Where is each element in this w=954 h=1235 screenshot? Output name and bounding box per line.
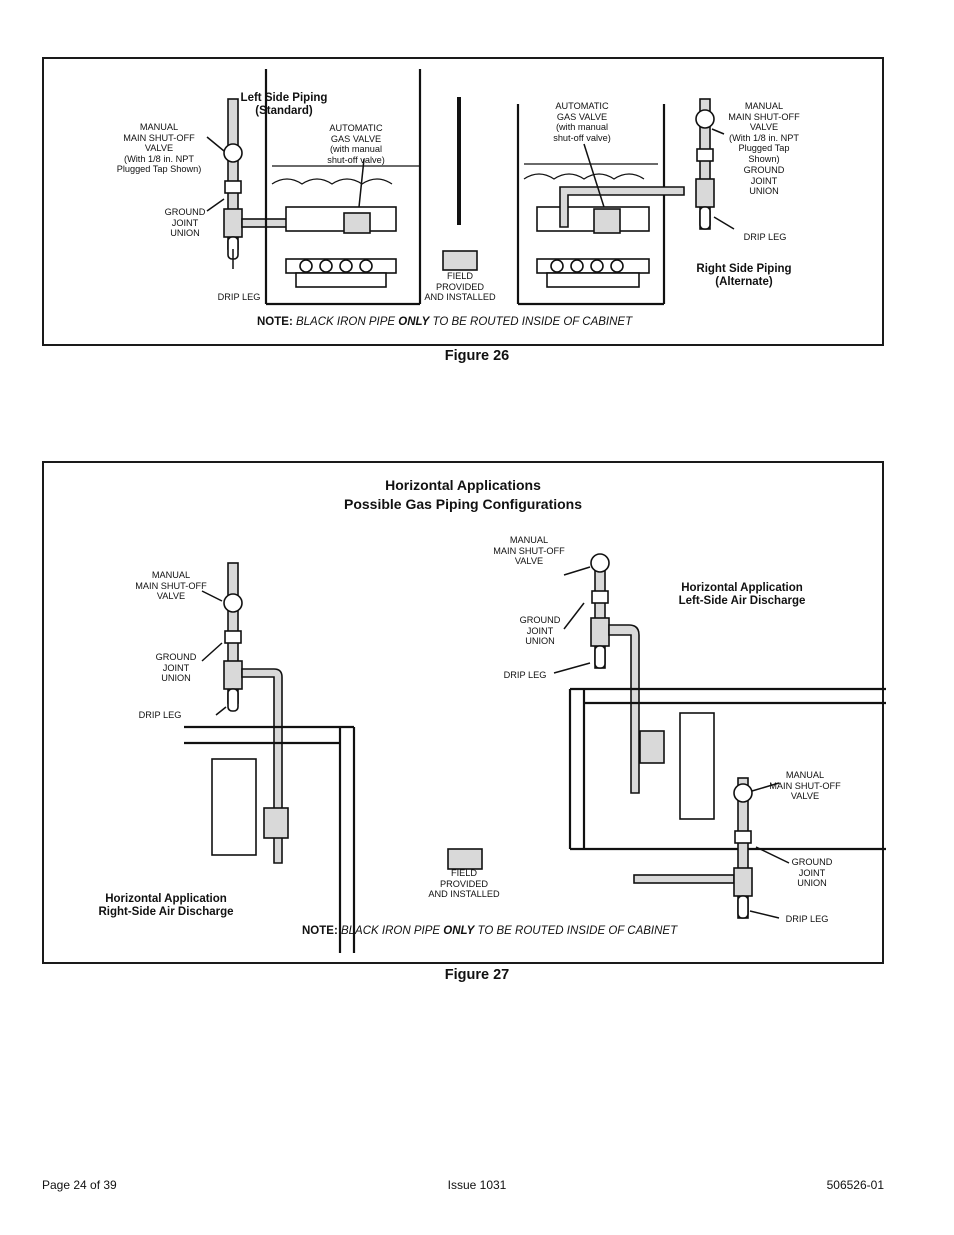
drip-leg-label-right: DRIP LEG — [743, 232, 787, 242]
manual-valve-label-left: MANUAL MAIN SHUT-OFF VALVE (With 1/8 in.… — [116, 122, 202, 174]
manual-valve-label-right: MANUAL MAIN SHUT-OFF VALVE (With 1/8 in.… — [728, 101, 800, 164]
drip-leg-left — [227, 688, 239, 712]
automatic-gas-valve-left — [343, 212, 371, 234]
cabinet-note-fig26: NOTE: BLACK IRON PIPE ONLY TO BE ROUTED … — [257, 316, 632, 328]
field-provided-key-swatch — [442, 250, 478, 271]
burner-row-left — [299, 259, 373, 273]
note-text-a: BLACK IRON PIPE — [340, 925, 444, 937]
document-number: 506526-01 — [826, 1178, 884, 1192]
ground-joint-union-left — [224, 180, 242, 194]
ground-union-label-right: GROUND JOINT UNION — [743, 165, 785, 196]
tee-fitting-right — [695, 178, 715, 208]
drip-leg-label-left: DRIP LEG — [217, 292, 261, 302]
note-text-b: TO BE ROUTED INSIDE OF CABINET — [474, 925, 678, 937]
heat-exchanger-right — [679, 712, 715, 820]
manual-shutoff-valve-right — [733, 783, 753, 803]
drip-leg-right — [699, 206, 711, 230]
left-side-discharge-title: Horizontal Application Left-Side Air Dis… — [678, 582, 806, 607]
burner-base-right — [546, 272, 640, 288]
burner-box-right — [536, 206, 650, 232]
ground-union-label-right: GROUND JOINT UNION — [791, 857, 833, 888]
field-provided-key-swatch — [447, 848, 483, 870]
flame-edge-left — [271, 178, 393, 185]
ground-joint-union-left — [224, 630, 242, 644]
elbow-pipe-top — [608, 624, 640, 794]
leader-arrows-fig26 — [206, 128, 735, 269]
divider-bar — [457, 97, 461, 225]
ground-union-label-top: GROUND JOINT UNION — [519, 615, 561, 646]
figure-27-drawing — [184, 553, 886, 953]
note-emphasis: ONLY — [443, 925, 475, 937]
right-side-discharge-title: Horizontal Application Right-Side Air Di… — [98, 893, 234, 918]
tee-fitting-left — [223, 660, 243, 690]
auto-valve-label-right: AUTOMATIC GAS VALVE (with manual shut-of… — [553, 101, 611, 143]
manual-valve-label-right: MANUAL MAIN SHUT-OFF VALVE — [769, 770, 841, 801]
page-number: Page 24 of 39 — [42, 1178, 117, 1192]
field-provided-label: FIELD PROVIDED AND INSTALLED — [428, 868, 500, 899]
figure-27-panel: Horizontal Applications Possible Gas Pip… — [42, 461, 886, 964]
drip-leg-label-left: DRIP LEG — [138, 710, 182, 720]
manual-valve-label-left: MANUAL MAIN SHUT-OFF VALVE — [135, 570, 207, 601]
ground-union-label-left: GROUND JOINT UNION — [155, 652, 197, 683]
note-text-b: TO BE ROUTED INSIDE OF CABINET — [429, 316, 633, 328]
drip-leg-label-right: DRIP LEG — [785, 914, 829, 924]
pipe-into-cabinet-right — [559, 186, 685, 228]
figure-27-subtitle: Possible Gas Piping Configurations — [343, 496, 583, 512]
ground-joint-union-top — [591, 590, 609, 604]
horizontal-pipe-right — [633, 874, 735, 884]
manual-shutoff-valve-left — [223, 143, 243, 163]
manual-valve-label-top: MANUAL MAIN SHUT-OFF VALVE — [493, 535, 565, 566]
automatic-gas-valve-left — [263, 807, 289, 839]
elbow-pipe-left — [241, 668, 283, 864]
drip-leg-right — [737, 895, 749, 919]
leader-arrows-fig27 — [201, 566, 790, 919]
burner-box-left — [285, 206, 397, 232]
ground-union-label-left: GROUND JOINT UNION — [164, 207, 206, 238]
right-side-piping-title: Right Side Piping (Alternate) — [696, 263, 792, 288]
note-emphasis: ONLY — [398, 316, 430, 328]
manual-shutoff-valve-left — [223, 593, 243, 613]
tee-fitting-top — [590, 617, 610, 647]
cabinet-outline-left — [184, 725, 356, 953]
figure-26-drawing — [206, 69, 735, 306]
field-provided-label: FIELD PROVIDED AND INSTALLED — [424, 271, 496, 302]
manual-shutoff-valve-top — [590, 553, 610, 573]
tee-fitting-left — [223, 208, 243, 238]
burner-base-left — [295, 272, 387, 288]
automatic-gas-valve-right — [593, 208, 621, 234]
cabinet-outline-right — [516, 104, 666, 306]
heat-exchanger-left — [211, 758, 257, 856]
cabinet-outline-left — [264, 69, 422, 306]
flame-edge-right — [523, 173, 645, 180]
note-prefix: NOTE: — [302, 925, 338, 937]
cabinet-note-fig27: NOTE: BLACK IRON PIPE ONLY TO BE ROUTED … — [302, 925, 677, 937]
note-text-a: BLACK IRON PIPE — [295, 316, 399, 328]
figure-27-title: Horizontal Applications — [385, 477, 541, 493]
drip-leg-label-top: DRIP LEG — [503, 670, 547, 680]
burner-row-right — [550, 259, 624, 273]
tee-fitting-right — [733, 867, 753, 897]
left-side-piping-title: Left Side Piping (Standard) — [240, 92, 328, 117]
figure-27-caption: Figure 27 — [444, 967, 510, 983]
manual-shutoff-valve-right — [695, 109, 715, 129]
figure-26-caption: Figure 26 — [444, 348, 510, 364]
ground-joint-union-right — [696, 148, 714, 162]
automatic-gas-valve-right — [639, 730, 665, 764]
issue-number: Issue 1031 — [447, 1178, 507, 1192]
figure-26-panel: Left Side Piping (Standard) MANUAL MAIN … — [42, 57, 884, 346]
cabinet-outline-right — [568, 687, 886, 851]
auto-valve-label-left: AUTOMATIC GAS VALVE (with manual shut-of… — [327, 123, 385, 165]
drip-leg-top — [594, 645, 606, 669]
ground-joint-union-right — [734, 830, 752, 844]
note-prefix: NOTE: — [257, 316, 293, 328]
